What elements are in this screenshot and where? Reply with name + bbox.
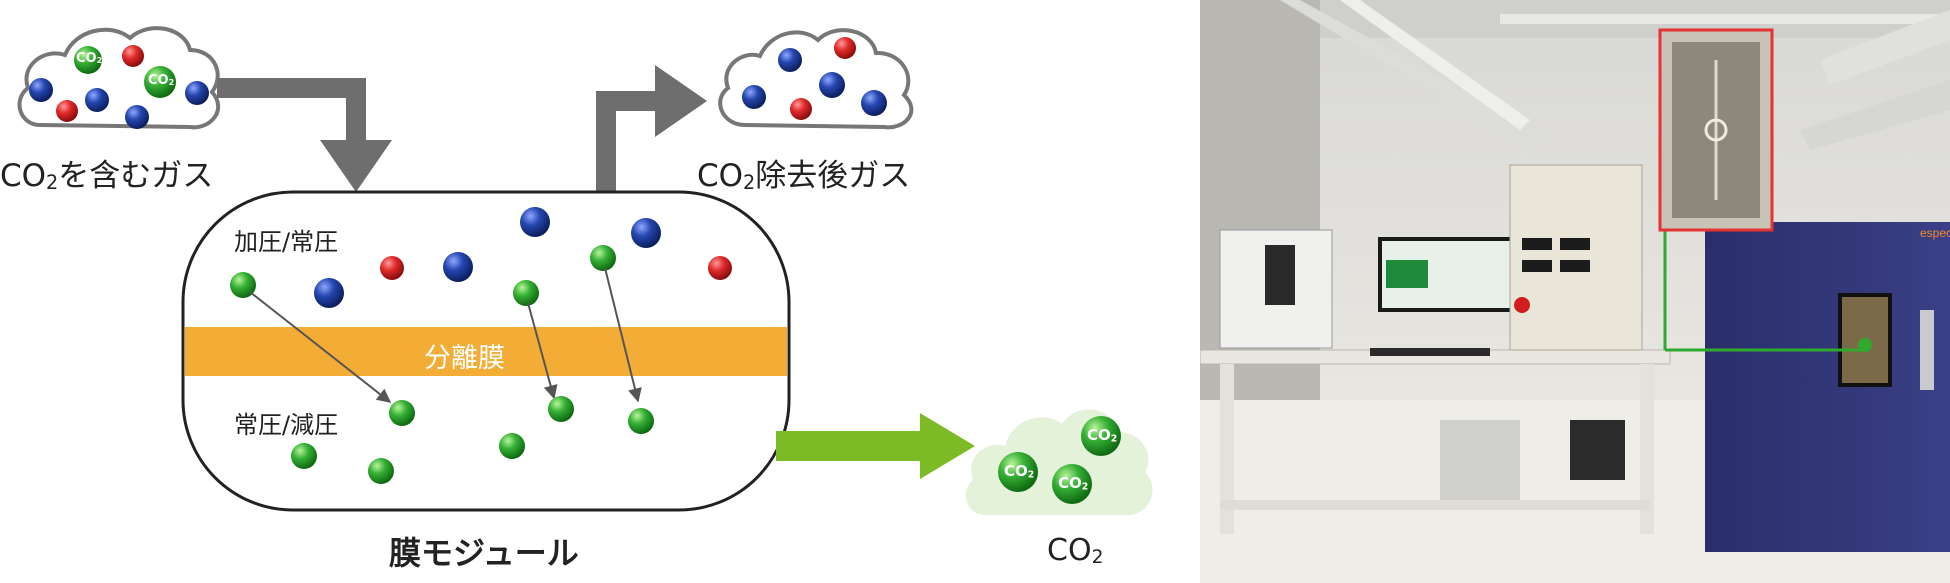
output-flow-arrow — [596, 65, 707, 198]
input-gas-label: CO2を含むガス — [0, 158, 214, 194]
co2-outflow-arrow — [776, 413, 975, 479]
permeation-path — [249, 291, 392, 403]
co2-molecule — [998, 452, 1038, 492]
co2-product-label: CO2 — [1047, 533, 1104, 568]
red-molecule — [834, 37, 856, 59]
molecule-label: CO2 — [148, 73, 175, 88]
co2-molecule — [1052, 464, 1092, 504]
blue-molecule — [29, 78, 53, 102]
environmental-chamber-icon — [1705, 222, 1950, 552]
separation-membrane — [185, 327, 787, 376]
output-gas-label: CO2除去後ガス — [697, 158, 911, 194]
co2-molecule — [291, 443, 317, 469]
co2-molecule — [144, 66, 176, 98]
module-caption: 膜モジュール — [389, 534, 579, 572]
blue-molecule — [520, 207, 550, 237]
co2-molecule — [230, 272, 256, 298]
red-molecule — [380, 256, 404, 280]
membrane-label: 分離膜 — [424, 343, 505, 374]
blue-molecule — [631, 218, 661, 248]
molecule-label: CO2 — [1058, 474, 1089, 493]
input-gas-cloud — [17, 26, 220, 130]
molecule-label: CO2 — [1004, 462, 1035, 481]
output-gas-cloud — [718, 28, 914, 130]
blue-molecule — [85, 88, 109, 112]
co2-molecule — [368, 458, 394, 484]
molecule-label: CO2 — [76, 51, 103, 66]
co2-molecule — [590, 245, 616, 271]
input-flow-arrow — [217, 78, 392, 192]
blue-molecule — [819, 72, 845, 98]
upper-pressure-label: 加圧/常圧 — [234, 228, 339, 256]
co2-molecule — [628, 408, 654, 434]
co2-molecule — [74, 46, 102, 74]
chamber-brand: espec — [1920, 226, 1950, 240]
red-molecule — [708, 256, 732, 280]
lower-pressure-label: 常圧/減圧 — [234, 411, 339, 439]
co2-molecule — [1081, 416, 1121, 456]
red-molecule — [56, 100, 78, 122]
blue-molecule — [125, 105, 149, 129]
blue-molecule — [314, 278, 344, 308]
blue-molecule — [742, 85, 766, 109]
permeation-path — [527, 302, 558, 400]
blue-molecule — [778, 48, 802, 72]
blue-molecule — [861, 90, 887, 116]
membrane-test-apparatus-photo: espec — [1200, 0, 1950, 583]
permeation-path — [604, 267, 642, 403]
molecule-label: CO2 — [1087, 426, 1118, 445]
co2-molecule — [499, 433, 525, 459]
co2-molecule — [548, 396, 574, 422]
red-molecule — [122, 45, 144, 67]
red-molecule — [790, 98, 812, 120]
blue-molecule — [185, 81, 209, 105]
blue-molecule — [443, 252, 473, 282]
co2-molecule — [513, 280, 539, 306]
co2-molecule — [389, 400, 415, 426]
